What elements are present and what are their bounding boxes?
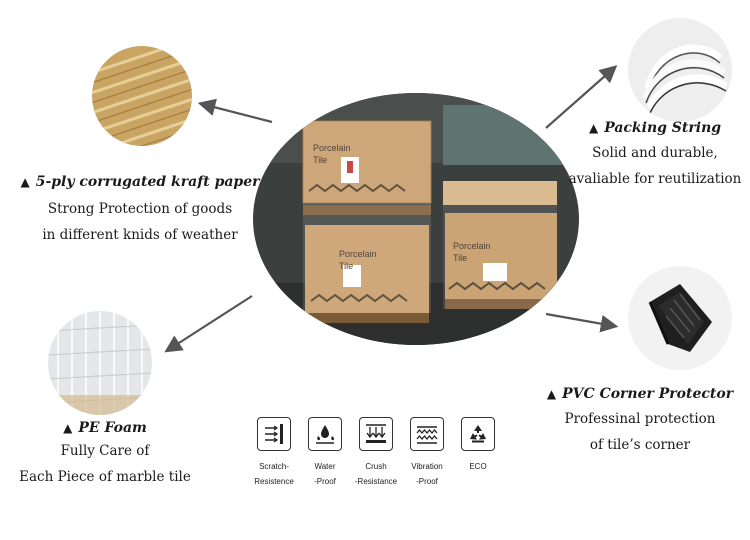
pe-foam-description: ▲PE Foam Fully Care of Each Piece of mar…	[0, 420, 210, 490]
pe-foam-line-1: Fully Care of	[60, 443, 150, 459]
warehouse-pallets-photo: Porcelain Tile Porcelain Tile Porcelain …	[253, 93, 579, 345]
feature-label-line-1: Water	[314, 462, 336, 471]
feature-label-line-2: Resistence	[254, 477, 294, 486]
pe-foam-photo	[48, 311, 152, 415]
pvc-corner-description: ▲PVC Corner Protector Professinal protec…	[530, 386, 750, 458]
pe-foam-title: ▲PE Foam	[63, 420, 147, 436]
svg-text:Porcelain: Porcelain	[313, 143, 351, 153]
svg-text:Tile: Tile	[313, 155, 327, 165]
triangle-icon: ▲	[63, 421, 73, 435]
pvc-corner-line-2: of tile’s corner	[589, 437, 691, 453]
pe-foam-line-2: Each Piece of marble tile	[19, 469, 191, 485]
feature-label-line-1: Scratch-	[259, 462, 289, 471]
crush-arrows-icon	[359, 417, 393, 451]
packing-string-line-1: Solid and durable,	[592, 145, 718, 161]
kraft-paper-description: ▲5-ply corrugated kraft paper Strong Pro…	[0, 174, 280, 248]
triangle-icon: ▲	[20, 175, 30, 189]
feature-label-line-2: -Proof	[416, 477, 438, 486]
triangle-icon: ▲	[588, 121, 599, 135]
arrow-to-corner	[545, 312, 619, 333]
arrow-to-kraft	[197, 98, 273, 124]
kraft-paper-photo	[92, 46, 192, 146]
arrow-to-foam	[164, 295, 253, 353]
feature-label-line-2: -Resistance	[354, 477, 398, 486]
feature-crush-resistance: Crush -Resistance	[350, 417, 402, 489]
arrow-to-string	[545, 65, 618, 129]
triangle-icon: ▲	[546, 387, 557, 401]
feature-scratch-resistence: Scratch- Resistence	[248, 417, 300, 489]
pvc-corner-title: ▲PVC Corner Protector	[546, 386, 734, 402]
water-drop-icon	[308, 417, 342, 451]
vibration-icon	[410, 417, 444, 451]
feature-label-line-1: Crush	[365, 462, 387, 471]
feature-label-line-2: -Proof	[314, 477, 336, 486]
svg-text:Porcelain: Porcelain	[453, 241, 491, 251]
packing-string-photo	[628, 18, 732, 122]
svg-text:Porcelain: Porcelain	[339, 249, 377, 259]
pvc-corner-line-1: Professinal protection	[564, 411, 716, 427]
pvc-corner-protector-photo	[628, 266, 732, 370]
feature-label-line-1: Vibration	[411, 462, 443, 471]
kraft-paper-title: ▲5-ply corrugated kraft paper	[20, 174, 260, 190]
feature-water-proof: Water -Proof	[299, 417, 351, 489]
packing-string-line-2: avaliable for reutilization	[568, 171, 742, 187]
packing-string-description: ▲Packing String Solid and durable, avali…	[560, 120, 750, 192]
feature-eco: ECO	[452, 417, 504, 474]
scratch-icon	[257, 417, 291, 451]
feature-label-line-1: ECO	[469, 462, 487, 471]
kraft-paper-line-2: in different knids of weather	[42, 227, 238, 243]
feature-icons-row: Scratch- Resistence Water -Proof Crush	[250, 417, 500, 497]
feature-vibration-proof: Vibration -Proof	[401, 417, 453, 489]
svg-text:Tile: Tile	[339, 261, 353, 271]
kraft-paper-line-1: Strong Protection of goods	[47, 201, 233, 217]
recycle-icon	[461, 417, 495, 451]
packing-string-title: ▲Packing String	[588, 120, 722, 136]
svg-text:Tile: Tile	[453, 253, 467, 263]
